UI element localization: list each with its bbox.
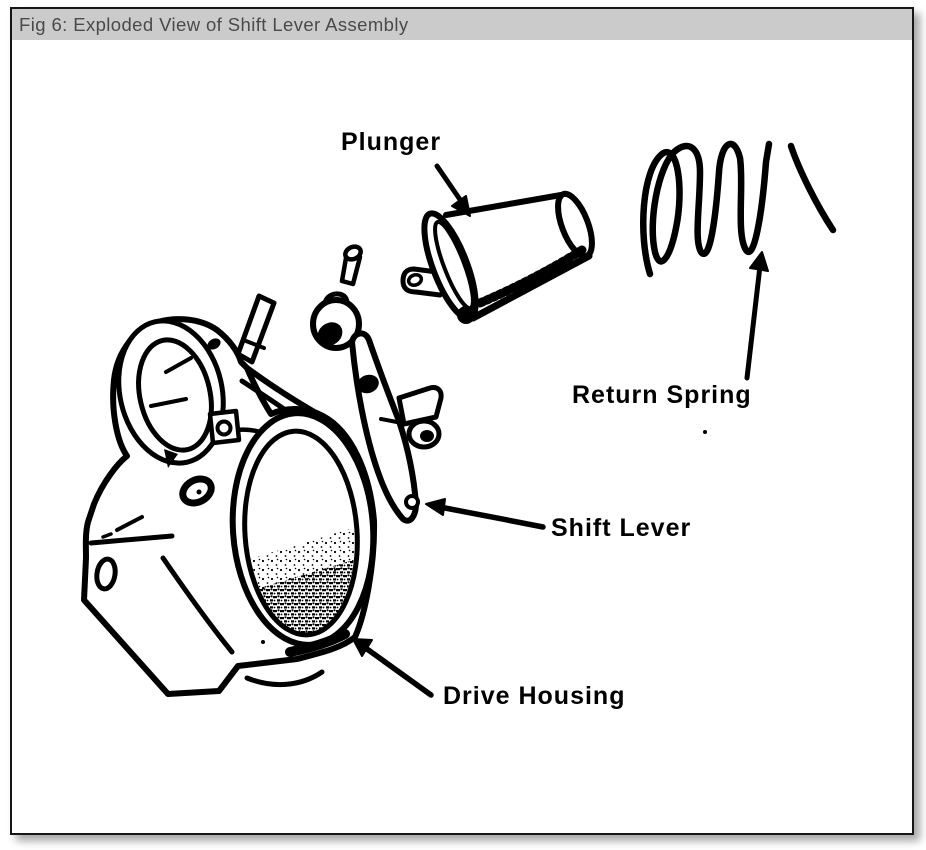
return-spring-part <box>640 140 837 278</box>
housing-lobe-opening <box>136 337 214 453</box>
drive-housing-label: Drive Housing <box>443 682 626 710</box>
return-spring-arrow <box>744 251 769 381</box>
spring-coil <box>640 140 773 278</box>
lever-boss <box>396 385 444 427</box>
figure-titlebar: Fig 6: Exploded View of Shift Lever Asse… <box>12 9 912 40</box>
plunger-part <box>400 190 595 324</box>
drive-housing-part <box>81 293 378 697</box>
housing-bracket-hole <box>94 556 118 592</box>
plunger-end-cap <box>555 190 595 260</box>
drive-housing-arrow <box>352 638 434 698</box>
plunger-arrow <box>434 163 471 217</box>
plunger-label: Plunger <box>341 128 442 156</box>
housing-stud <box>235 293 277 365</box>
shift-lever-label: Shift Lever <box>551 514 692 542</box>
shift-lever-arrow <box>425 498 546 530</box>
shift-lever-part <box>310 291 444 524</box>
leader-arrows <box>352 163 769 698</box>
return-spring-label: Return Spring <box>572 381 752 409</box>
pivot-pin-part <box>339 244 363 287</box>
figure-title: Fig 6: Exploded View of Shift Lever Asse… <box>19 13 409 35</box>
